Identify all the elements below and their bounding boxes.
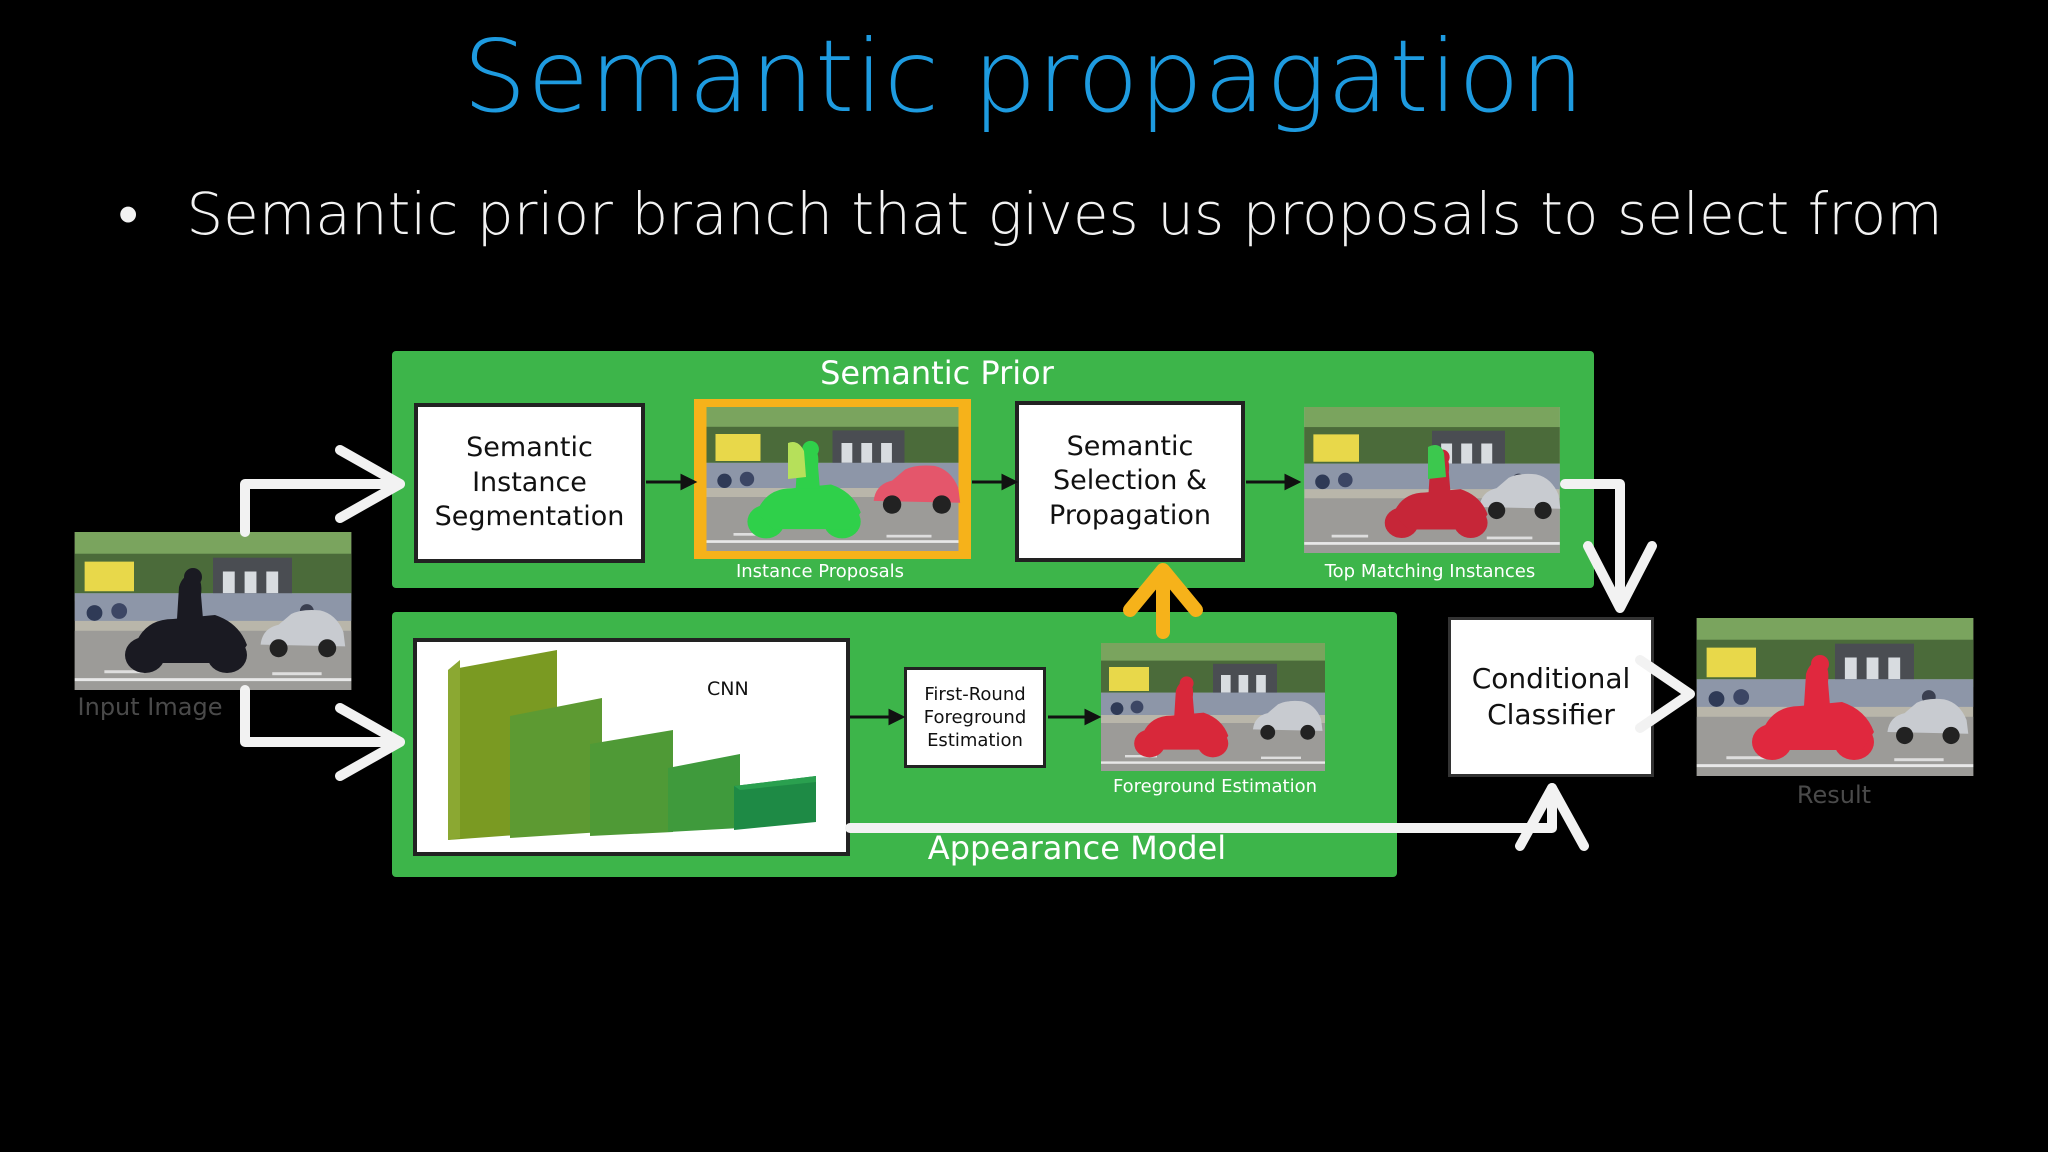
yellow-up-arrow [1123,563,1203,639]
white-flow-arrows [240,445,1695,851]
bullet-marker: • [118,180,139,248]
cnn-layers [448,650,816,840]
semantic-instance-segmentation-box: Semantic Instance Segmentation [414,403,645,563]
conditional-classifier-box: Conditional Classifier [1448,617,1654,777]
ssp-line-1: Semantic [1066,430,1194,462]
sis-line-3: Segmentation [434,501,625,533]
top-matching-caption: Top Matching Instances [1324,561,1536,582]
semantic-prior-label: Semantic Prior [820,354,1054,392]
small-arrows [646,473,1302,726]
foreground-estimation-caption: Foreground Estimation [1112,776,1318,797]
sis-line-2: Instance [472,466,587,498]
cc-line-2: Classifier [1487,698,1615,731]
cc-line-1: Conditional [1471,662,1631,696]
slide-title: Semantic propagation [462,18,1585,135]
input-image-caption: Input Image [77,693,223,721]
instance-proposals-image [706,407,961,551]
semantic-selection-propagation-box: Semantic Selection & Propagation [1015,401,1245,562]
result-image [1696,618,1974,776]
ssp-line-3: Propagation [1049,499,1211,531]
bullet-text: Semantic prior branch that gives us prop… [186,180,1943,248]
cnn-label: CNN [707,678,749,700]
fr-line-2: Foreground [923,706,1027,728]
top-matching-image [1304,407,1561,553]
bullet-point: • Semantic prior branch that gives us pro… [118,180,1943,248]
appearance-model-label: Appearance Model [927,829,1227,867]
foreground-estimation-image [1101,643,1325,771]
sis-line-1: Semantic [466,432,593,464]
ssp-line-2: Selection & [1052,465,1208,497]
instance-proposals-caption: Instance Proposals [735,561,905,582]
fr-line-1: First-Round [924,683,1026,705]
result-caption: Result [1796,781,1872,809]
fr-line-3: Estimation [927,730,1023,752]
input-image [74,532,352,690]
first-round-box: First-Round Foreground Estimation [904,667,1046,768]
